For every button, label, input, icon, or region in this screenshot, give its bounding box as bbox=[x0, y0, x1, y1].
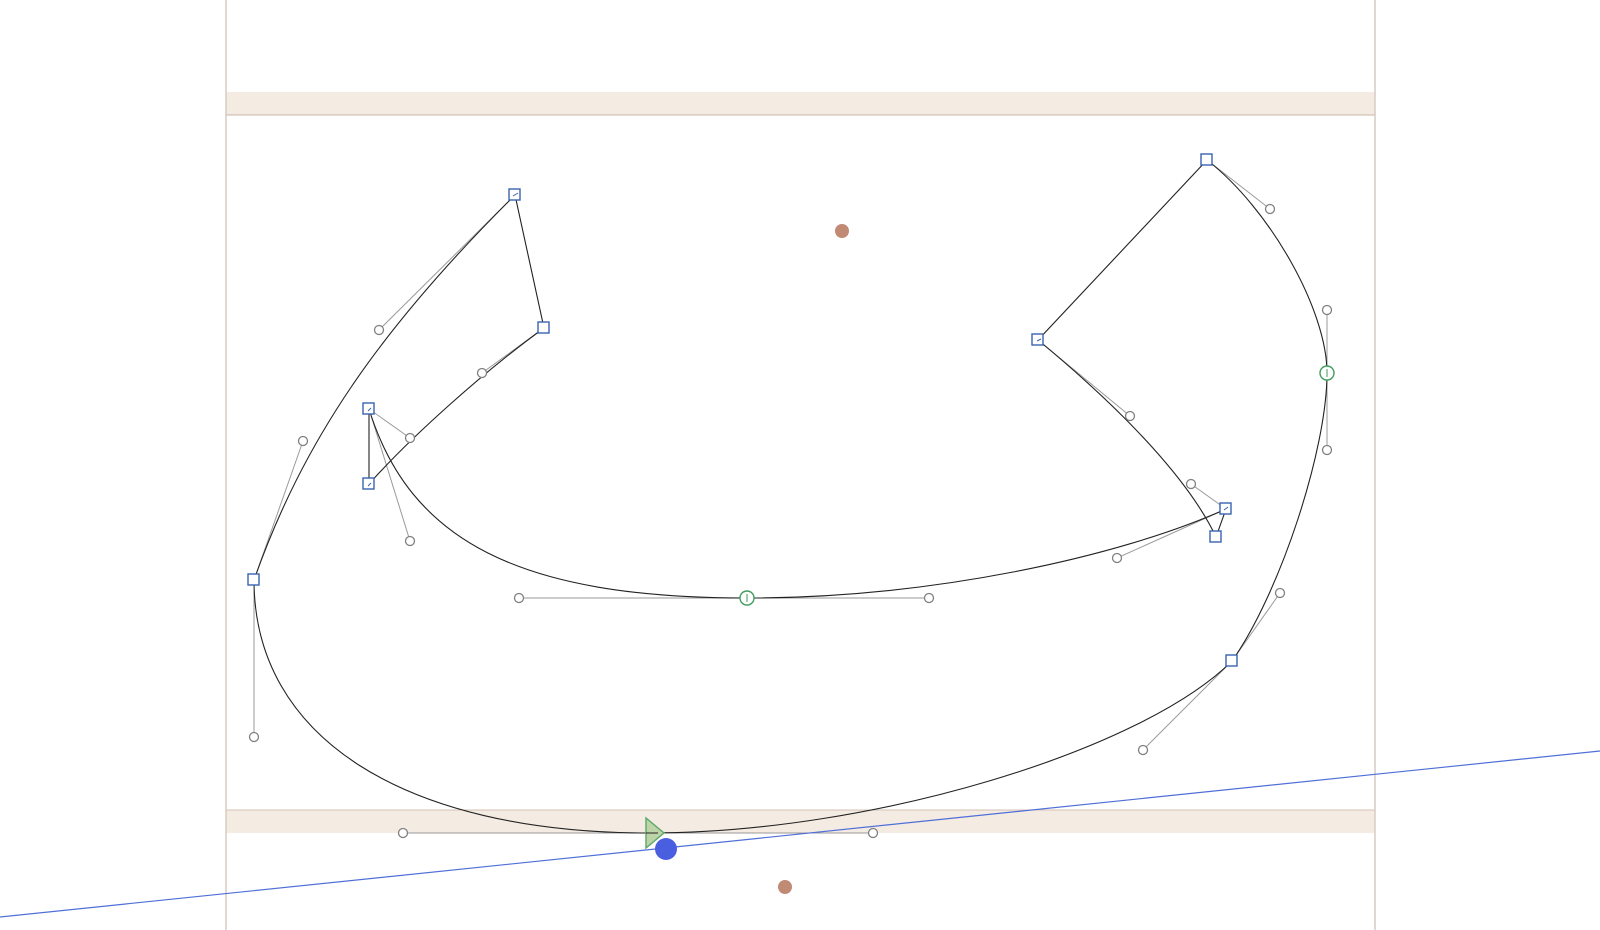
offcurve-handle[interactable] bbox=[404, 535, 416, 547]
anchor-bottom[interactable] bbox=[778, 880, 792, 894]
offcurve-handle[interactable] bbox=[404, 432, 416, 444]
offcurve-handle[interactable] bbox=[513, 592, 525, 604]
offcurve-handle[interactable] bbox=[248, 731, 260, 743]
offcurve-handle[interactable] bbox=[476, 367, 488, 379]
offcurve-handle[interactable] bbox=[1321, 304, 1333, 316]
smooth-nodes[interactable] bbox=[739, 365, 1335, 606]
anchors[interactable] bbox=[778, 224, 849, 894]
corner-node[interactable] bbox=[362, 402, 375, 415]
smooth-node-ticks bbox=[746, 369, 1328, 602]
offcurve-handle[interactable] bbox=[1137, 744, 1149, 756]
corner-node-ticks bbox=[367, 192, 1229, 511]
corner-node[interactable] bbox=[1209, 530, 1222, 543]
offcurve-handle[interactable] bbox=[1111, 552, 1123, 564]
offcurve-handle[interactable] bbox=[1124, 410, 1136, 422]
anchor-top[interactable] bbox=[835, 224, 849, 238]
outer-contour[interactable] bbox=[253, 159, 1328, 834]
offcurve-handle[interactable] bbox=[297, 435, 309, 447]
guideline[interactable] bbox=[0, 750, 1600, 918]
offcurve-handle[interactable] bbox=[1185, 478, 1197, 490]
offcurve-handle[interactable] bbox=[373, 324, 385, 336]
corner-node[interactable] bbox=[1225, 654, 1238, 667]
offcurve-handle[interactable] bbox=[923, 592, 935, 604]
offcurve-handle[interactable] bbox=[397, 827, 409, 839]
offcurve-handles[interactable] bbox=[248, 203, 1333, 839]
offcurve-handle[interactable] bbox=[1264, 203, 1276, 215]
corner-nodes[interactable] bbox=[247, 153, 1238, 667]
offcurve-handle[interactable] bbox=[1274, 587, 1286, 599]
ascender-band bbox=[226, 92, 1375, 115]
corner-node[interactable] bbox=[508, 188, 521, 201]
corner-node[interactable] bbox=[1200, 153, 1213, 166]
corner-node[interactable] bbox=[537, 321, 550, 334]
guideline-handle[interactable] bbox=[655, 838, 677, 860]
offcurve-handle[interactable] bbox=[867, 827, 879, 839]
corner-node[interactable] bbox=[247, 573, 260, 586]
corner-node[interactable] bbox=[1031, 333, 1044, 346]
corner-node[interactable] bbox=[362, 477, 375, 490]
offcurve-handle[interactable] bbox=[1321, 444, 1333, 456]
